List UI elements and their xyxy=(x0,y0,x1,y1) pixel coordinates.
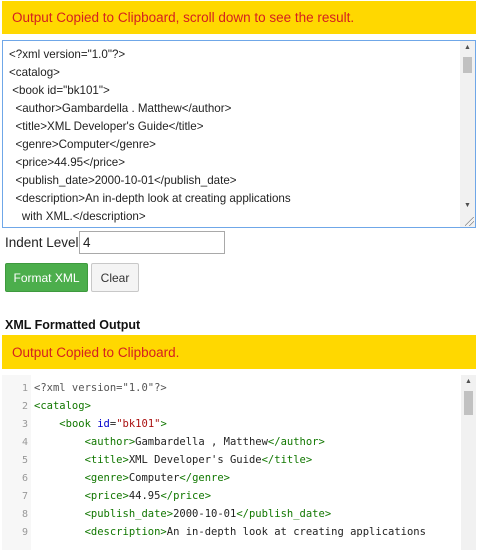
line-number: 7 xyxy=(21,490,28,502)
code-text: <title>XML Developer's Guide</title> xyxy=(28,454,313,466)
input-line: <catalog> xyxy=(9,66,60,79)
scrollbar-thumb[interactable] xyxy=(463,57,472,73)
code-token: <genre> xyxy=(84,472,129,484)
clear-button[interactable]: Clear xyxy=(91,263,139,292)
indent-level-label: Indent Level xyxy=(5,235,79,250)
code-text: <genre>Computer</genre> xyxy=(28,472,230,484)
scroll-up-arrow-icon[interactable]: ▲ xyxy=(464,44,471,51)
code-text: <?xml version="1.0"?> xyxy=(28,382,167,394)
code-token: > xyxy=(160,418,167,430)
indent-level-input[interactable] xyxy=(79,231,225,254)
code-text: <book id="bk101"> xyxy=(28,418,167,430)
code-token: <price> xyxy=(84,490,129,502)
code-token: = xyxy=(109,418,117,430)
output-section-title: XML Formatted Output xyxy=(5,318,141,332)
code-line: 9 <description>An in-depth look at creat… xyxy=(2,523,461,541)
code-line: 6 <genre>Computer</genre> xyxy=(2,469,461,487)
code-token: </price> xyxy=(160,490,212,502)
clipboard-status-banner: Output Copied to Clipboard, scroll down … xyxy=(2,1,476,34)
input-line: with XML.</description> xyxy=(9,210,146,223)
code-text: <price>44.95</price> xyxy=(28,490,211,502)
line-number: 6 xyxy=(21,472,28,484)
code-token: </author> xyxy=(267,436,325,448)
code-line: 7 <price>44.95</price> xyxy=(2,487,461,505)
resize-grip-icon[interactable] xyxy=(465,217,474,226)
input-line: <price>44.95</price> xyxy=(9,156,126,169)
formatted-output-editor[interactable]: 1 <?xml version="1.0"?> 2 <catalog> 3 <book … xyxy=(2,375,476,550)
code-token: Gambardella , Matthew xyxy=(135,436,268,448)
code-line: 2 <catalog> xyxy=(2,397,461,415)
banner-text: Output Copied to Clipboard. xyxy=(12,344,180,360)
code-line: 5 <title>XML Developer's Guide</title> xyxy=(2,451,461,469)
code-token: <title> xyxy=(84,454,129,466)
code-token: 2000-10-01 xyxy=(173,508,237,520)
input-scrollbar[interactable]: ▲ ▼ xyxy=(460,41,475,227)
output-scrollbar[interactable]: ▲ xyxy=(461,375,476,550)
banner-text: Output Copied to Clipboard, scroll down … xyxy=(12,10,355,25)
code-token: "bk101" xyxy=(116,418,161,430)
code-text: <description>An in-depth look at creatin… xyxy=(28,526,426,538)
code-token: <book xyxy=(59,418,98,430)
xml-input-textarea[interactable]: <?xml version="1.0"?> <catalog> <book id=… xyxy=(2,40,476,228)
input-line: <publish_date>2000-10-01</publish_date> xyxy=(9,174,237,187)
code-token: </publish_date> xyxy=(236,508,332,520)
line-number: 5 xyxy=(21,454,28,466)
code-token: 44.95 xyxy=(128,490,161,502)
input-line: <description>An in-depth look at creatin… xyxy=(9,192,291,205)
format-xml-button[interactable]: Format XML xyxy=(5,263,88,292)
scroll-up-arrow-icon[interactable]: ▲ xyxy=(465,378,472,385)
line-number: 2 xyxy=(21,400,28,412)
code-lines: 1 <?xml version="1.0"?> 2 <catalog> 3 <book … xyxy=(2,379,461,541)
code-line: 4 <author>Gambardella , Matthew</author> xyxy=(2,433,461,451)
input-line: <book id="bk101"> xyxy=(9,84,110,97)
code-text: <publish_date>2000-10-01</publish_date> xyxy=(28,508,332,520)
line-number-gutter xyxy=(2,375,31,550)
code-token: </title> xyxy=(261,454,313,466)
line-number: 9 xyxy=(21,526,28,538)
code-line: 1 <?xml version="1.0"?> xyxy=(2,379,461,397)
code-token: </genre> xyxy=(179,472,230,484)
input-line: <genre>Computer</genre> xyxy=(9,138,156,151)
code-text: <catalog> xyxy=(28,400,91,412)
input-line: <title>XML Developer's Guide</title> xyxy=(9,120,204,133)
code-token: <catalog> xyxy=(34,400,91,412)
input-line: <author>Gambardella . Matthew</author> xyxy=(9,102,232,115)
line-number: 3 xyxy=(21,418,28,430)
xml-input-content: <?xml version="1.0"?> <catalog> <book id=… xyxy=(9,46,457,226)
code-text: <author>Gambardella , Matthew</author> xyxy=(28,436,325,448)
line-number: 8 xyxy=(21,508,28,520)
code-token: <publish_date> xyxy=(84,508,174,520)
code-token: <description> xyxy=(84,526,167,538)
code-token: Computer xyxy=(128,472,180,484)
output-copied-banner: Output Copied to Clipboard. xyxy=(2,335,476,369)
code-token: XML Developer's Guide xyxy=(128,454,262,466)
line-number: 4 xyxy=(21,436,28,448)
code-line: 8 <publish_date>2000-10-01</publish_date… xyxy=(2,505,461,523)
code-line: 3 <book id="bk101"> xyxy=(2,415,461,433)
code-token: An in-depth look at creating application… xyxy=(166,526,426,538)
code-token: <author> xyxy=(84,436,136,448)
input-line: <?xml version="1.0"?> xyxy=(9,48,126,61)
line-number: 1 xyxy=(21,382,28,394)
code-token: <?xml version="1.0"?> xyxy=(34,382,167,394)
scroll-down-arrow-icon[interactable]: ▼ xyxy=(464,202,471,209)
code-token: id xyxy=(97,418,110,430)
scrollbar-thumb[interactable] xyxy=(464,391,473,415)
